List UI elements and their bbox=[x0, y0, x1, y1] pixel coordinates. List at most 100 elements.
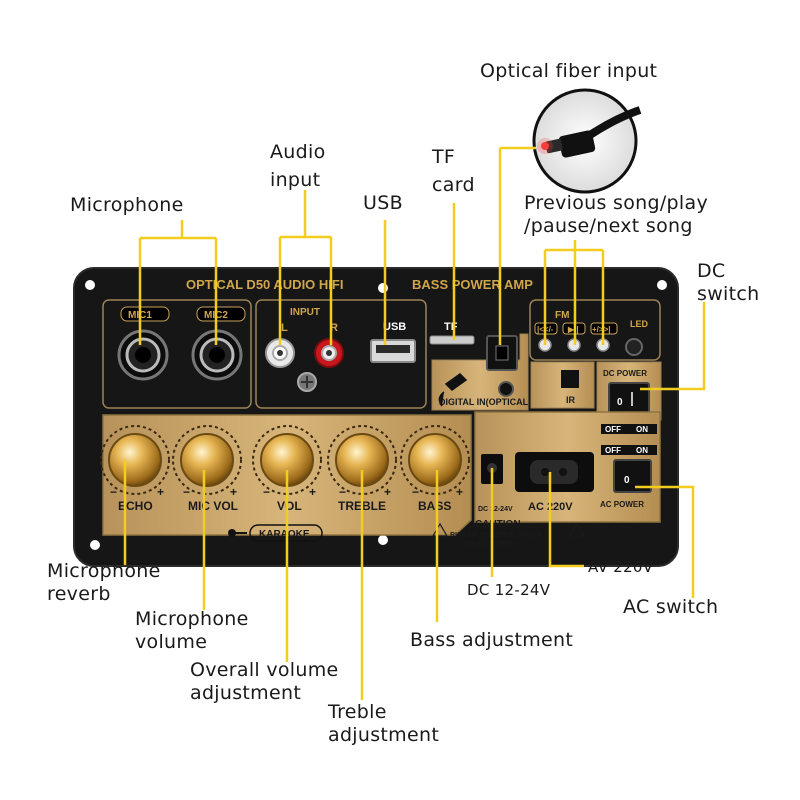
on-label-2: ON bbox=[636, 446, 648, 455]
plus-sign: + bbox=[456, 485, 463, 499]
plus-sign: + bbox=[157, 485, 164, 499]
plus-sign: + bbox=[384, 485, 391, 499]
knob-label-vol: VOL bbox=[277, 499, 302, 513]
callout-text: Optical fiber input bbox=[480, 60, 658, 82]
minus-sign: − bbox=[110, 485, 117, 499]
callout-text: Audio bbox=[270, 141, 326, 163]
on-label-1: ON bbox=[636, 425, 648, 434]
callout-dc-switch: DC switch bbox=[697, 260, 759, 306]
minus-sign: − bbox=[263, 485, 270, 499]
callout-text: AV 220V bbox=[588, 558, 654, 576]
caution-line-2: DO NOT OPEN bbox=[465, 541, 514, 548]
minus-sign: − bbox=[412, 485, 419, 499]
optical-cable-inset bbox=[532, 88, 642, 194]
off-label-2: OFF bbox=[605, 446, 621, 455]
callout-overall-volume: Overall volume adjustment bbox=[190, 659, 339, 705]
ac-power-socket[interactable] bbox=[515, 452, 594, 492]
callout-treble-adjustment: Treble adjustment bbox=[328, 701, 439, 747]
callout-text: reverb bbox=[47, 583, 111, 605]
input-r-label: R bbox=[330, 322, 338, 334]
mic1-jack[interactable] bbox=[117, 329, 169, 381]
play-button-label: ▶|| bbox=[567, 325, 579, 334]
knob-label-mic-vol: MIC VOL bbox=[188, 499, 238, 513]
knob-label-bass: BASS bbox=[418, 499, 451, 513]
callout-text: input bbox=[270, 169, 321, 191]
vol-knob[interactable] bbox=[252, 425, 322, 495]
panel-title-left: OPTICAL D50 AUDIO HIFI bbox=[186, 277, 343, 292]
usb-port[interactable] bbox=[370, 339, 416, 363]
knob-label-echo: ECHO bbox=[118, 499, 153, 513]
dc-power-switch[interactable] bbox=[608, 382, 650, 415]
optical-light-icon bbox=[541, 142, 549, 150]
callout-optical-fiber-input: Optical fiber input bbox=[480, 60, 657, 83]
input-section bbox=[255, 299, 427, 409]
panel-title-right: BASS POWER AMP bbox=[412, 277, 533, 292]
minus-sign: − bbox=[183, 485, 190, 499]
digital-in-label: DIGITAL IN(OPTICAL) bbox=[439, 397, 531, 407]
mount-hole bbox=[378, 535, 388, 545]
fm-section bbox=[529, 299, 661, 361]
minus-sign: − bbox=[339, 485, 346, 499]
mic-vol-knob[interactable] bbox=[172, 425, 242, 495]
callout-text: volume bbox=[135, 631, 208, 653]
callout-text: Microphone bbox=[70, 194, 184, 216]
led-indicator bbox=[625, 338, 643, 356]
mount-hole bbox=[657, 280, 667, 290]
callout-text: adjustment bbox=[328, 724, 440, 746]
callout-text: switch bbox=[697, 283, 760, 305]
mount-hole bbox=[90, 540, 100, 550]
input-l-label: L bbox=[281, 322, 288, 334]
mount-hole bbox=[85, 280, 95, 290]
callout-tf-card: TF card bbox=[432, 146, 475, 197]
callout-prev-play-next: Previous song/play /pause/next song bbox=[524, 192, 708, 238]
callout-text: Microphone bbox=[135, 608, 249, 630]
ac-power-switch[interactable] bbox=[613, 459, 652, 493]
off-label-1: OFF bbox=[605, 425, 621, 434]
callout-usb: USB bbox=[363, 192, 403, 215]
callout-text: AC switch bbox=[623, 596, 719, 618]
treble-knob[interactable] bbox=[327, 425, 397, 495]
callout-text: Overall volume bbox=[190, 659, 339, 681]
caution-title: CAUTION bbox=[475, 519, 521, 530]
mic-section bbox=[102, 299, 252, 409]
mic2-jack[interactable] bbox=[191, 329, 243, 381]
plus-sign: + bbox=[309, 485, 316, 499]
bass-knob[interactable] bbox=[400, 425, 470, 495]
mount-hole bbox=[378, 283, 388, 293]
callout-bass-adjustment: Bass adjustment bbox=[410, 629, 573, 652]
callout-text: Treble bbox=[328, 701, 387, 723]
input-label: INPUT bbox=[290, 307, 320, 318]
callout-text: /pause/next song bbox=[524, 215, 693, 237]
karaoke-label: KARAOKE bbox=[259, 529, 310, 540]
next-button-label: +/>>| bbox=[592, 325, 610, 334]
callout-microphone: Microphone bbox=[70, 194, 184, 217]
rca-right-jack[interactable] bbox=[314, 338, 344, 368]
callout-text: Bass adjustment bbox=[410, 629, 574, 651]
ground-screw bbox=[297, 372, 317, 392]
echo-knob[interactable] bbox=[100, 425, 170, 495]
ir-receiver bbox=[561, 370, 579, 388]
ir-label: IR bbox=[566, 395, 576, 405]
dc-switch-zero: 0 bbox=[617, 397, 623, 408]
callout-text: TF bbox=[432, 146, 456, 168]
callout-text: USB bbox=[363, 192, 403, 214]
callout-text: Previous song/play bbox=[524, 192, 708, 214]
callout-microphone-volume: Microphone volume bbox=[135, 608, 249, 654]
ac-power-label: AC POWER bbox=[600, 500, 644, 509]
callout-av-220v: AV 220V bbox=[588, 556, 653, 579]
callout-text: Microphone bbox=[47, 560, 161, 582]
dc-jack-label: DC 12-24V bbox=[478, 506, 513, 513]
leader-lines bbox=[123, 146, 706, 700]
tf-card-slot[interactable] bbox=[429, 335, 475, 345]
callout-audio-input: Audio input bbox=[270, 141, 326, 192]
led-label: LED bbox=[630, 319, 649, 329]
usb-panel-label: USB bbox=[383, 321, 406, 333]
plus-sign: + bbox=[230, 485, 237, 499]
callout-text: adjustment bbox=[190, 682, 302, 704]
warning-triangle-icon bbox=[568, 522, 586, 537]
callout-text: card bbox=[432, 174, 475, 196]
callout-text: DC 12-24V bbox=[467, 581, 551, 599]
dc-power-label: DC POWER bbox=[603, 369, 647, 378]
tf-panel-label: TF bbox=[444, 321, 458, 333]
